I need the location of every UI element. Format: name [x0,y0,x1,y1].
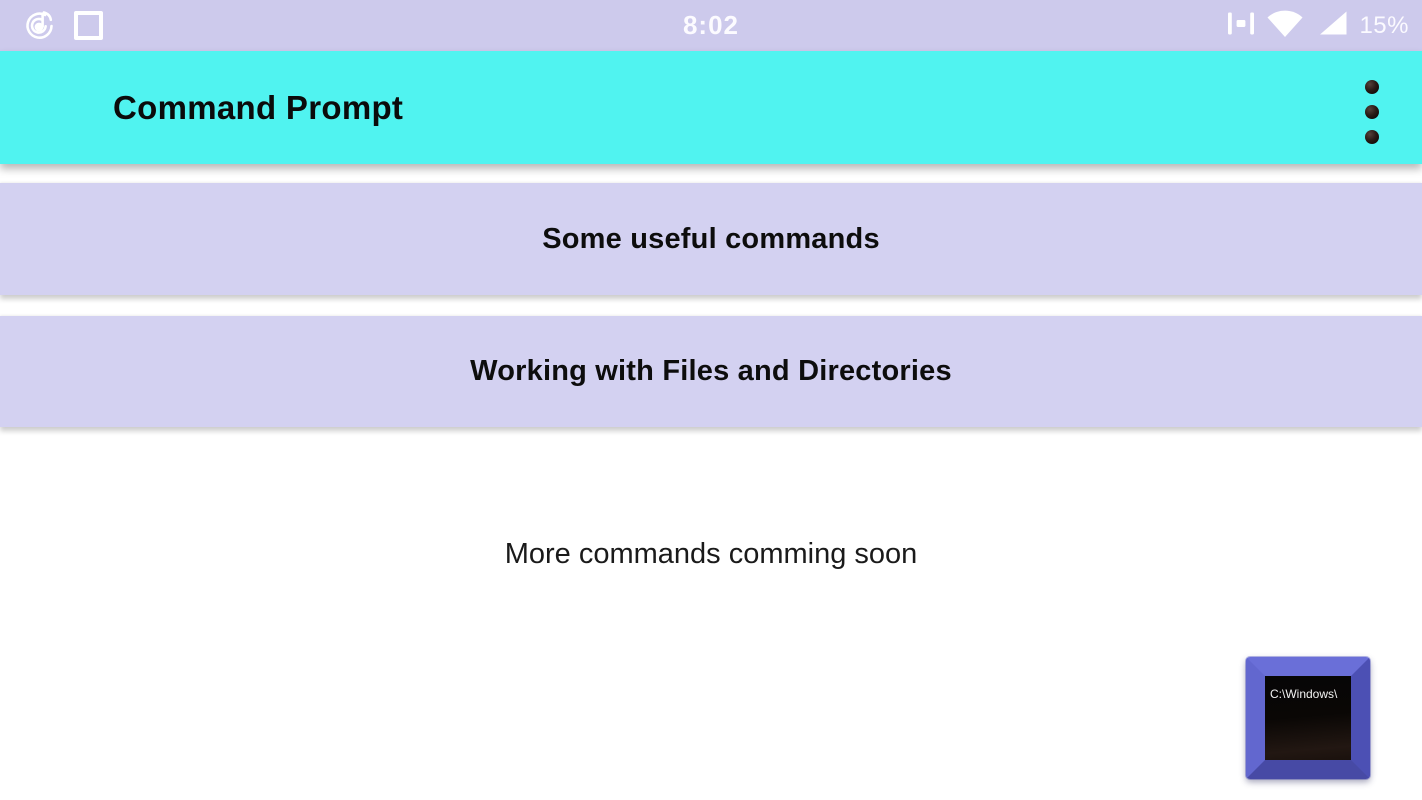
music-notification-icon [20,4,57,48]
overflow-dot-icon [1365,130,1379,144]
status-bar-right-icons: 15% [1227,0,1409,51]
overflow-dot-icon [1365,80,1379,94]
battery-percentage: 15% [1359,11,1409,39]
cellular-signal-icon [1315,8,1350,43]
page-title: Command Prompt [113,88,404,126]
clock-display: 8:02 [682,10,740,40]
coming-soon-text: More commands comming soon [504,538,918,570]
logo-screen-text: C:\Windows\ [1270,687,1338,701]
overflow-menu-button[interactable] [1363,80,1381,144]
button-working-with-files-and-directories[interactable]: Working with Files and Directories [0,316,1422,427]
wifi-icon [1264,7,1306,45]
status-bar: 8:02 15% [0,0,1422,51]
status-bar-left-icons [20,0,103,51]
command-prompt-logo-icon: C:\Windows\ [1246,657,1370,779]
app-bar: Command Prompt [0,51,1422,164]
vibrate-icon [1227,10,1255,42]
button-some-useful-commands[interactable]: Some useful commands [0,183,1422,295]
screenshot-notification-icon [74,11,103,40]
overflow-dot-icon [1365,105,1379,119]
